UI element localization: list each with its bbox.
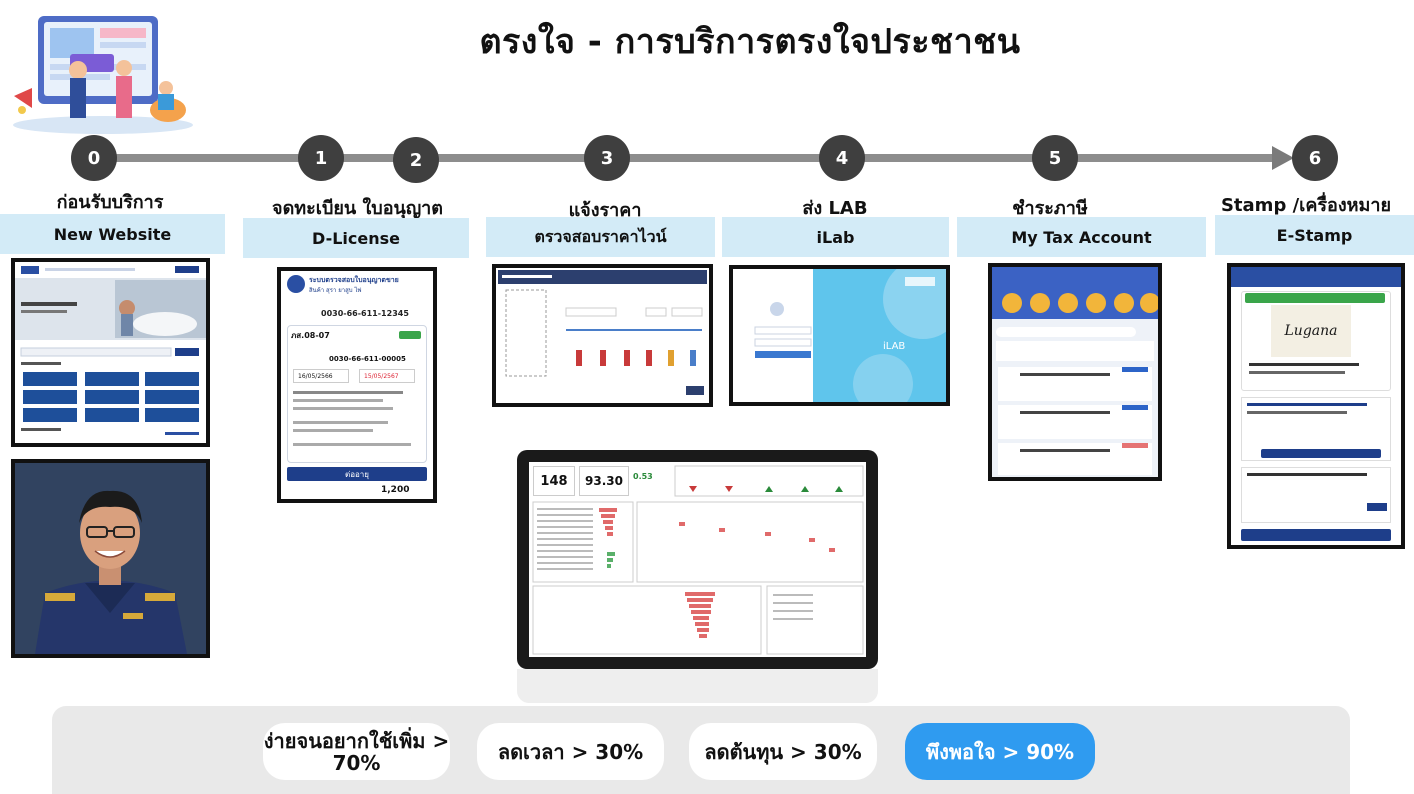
- kpi-percent: 93.30: [579, 466, 629, 496]
- benefit-cost-reduction: ลดต้นทุน > 30%: [689, 723, 877, 780]
- dlicense-number: 0030-66-611-12345: [321, 309, 409, 318]
- hero-illustration: [13, 16, 193, 134]
- label-e-stamp[interactable]: E-Stamp: [1215, 215, 1414, 255]
- wine-label-brand: Lugana: [1271, 305, 1351, 357]
- dlicense-date-start: 16/05/2566: [293, 369, 349, 383]
- label-d-license[interactable]: D-License: [243, 218, 469, 258]
- laptop-base: [517, 669, 878, 703]
- step-2-marker: 2: [393, 137, 439, 183]
- dlicense-header: ระบบตรวจสอบใบอนุญาตขาย: [309, 276, 399, 284]
- benefit-satisfaction: พึงพอใจ > 90%: [905, 723, 1095, 780]
- kpi-delta: 0.53: [633, 472, 653, 481]
- dlicense-amount: 1,200: [381, 485, 410, 495]
- d-license-screenshot[interactable]: ระบบตรวจสอบใบอนุญาตขาย สินค้า สุรา ยาสูบ…: [277, 267, 437, 503]
- stamp-scan-button[interactable]: [1241, 529, 1391, 541]
- status-badge: [399, 331, 421, 339]
- excise-logo-icon: [287, 275, 305, 293]
- timeline-bar: [95, 154, 1280, 162]
- e-stamp-screenshot[interactable]: Lugana: [1227, 263, 1405, 549]
- step-3-marker: 3: [584, 135, 630, 181]
- wine-price-screenshot[interactable]: [492, 264, 713, 407]
- step-0-marker: 0: [71, 135, 117, 181]
- renew-button[interactable]: ต่ออายุ: [287, 467, 427, 481]
- laptop-frame: 148 93.30 0.53: [517, 450, 878, 669]
- dlicense-date-end: 15/05/2567: [359, 369, 415, 383]
- ilab-screenshot[interactable]: iLAB: [729, 265, 950, 406]
- step-1-marker: 1: [298, 135, 344, 181]
- stage-title-tax-payment: ชำระภาษี: [1012, 198, 1088, 219]
- stage-title-send-lab: ส่ง LAB: [802, 198, 868, 219]
- svg-text:iLAB: iLAB: [883, 341, 905, 352]
- step-5-marker: 5: [1032, 135, 1078, 181]
- dlicense-form-code: ภส.08-07: [291, 331, 330, 340]
- dashboard-screen[interactable]: 148 93.30 0.53: [529, 462, 866, 657]
- dlicense-subheader: สินค้า สุรา ยาสูบ ไพ่: [309, 287, 362, 294]
- step-6-marker: 6: [1292, 135, 1338, 181]
- label-my-tax-account[interactable]: My Tax Account: [957, 217, 1206, 257]
- label-ilab[interactable]: iLab: [722, 217, 949, 257]
- dlicense-license-no: 0030-66-611-00005: [329, 355, 406, 363]
- officer-photo: [11, 459, 210, 658]
- label-wine-price-check[interactable]: ตรวจสอบราคาไวน์: [486, 217, 715, 257]
- new-website-screenshot[interactable]: [11, 258, 210, 447]
- stage-title-registration: จดทะเบียน ใบอนุญาต: [272, 198, 443, 219]
- stage-title-before-service: ก่อนรับบริการ: [56, 192, 164, 213]
- page-title: ตรงใจ - การบริการตรงใจประชาชน: [479, 22, 1021, 62]
- my-tax-account-screenshot[interactable]: [988, 263, 1162, 481]
- stage-title-stamp: Stamp /เครื่องหมาย: [1220, 195, 1392, 216]
- kpi-count: 148: [533, 466, 575, 496]
- label-new-website[interactable]: New Website: [0, 214, 225, 254]
- benefit-time-reduction: ลดเวลา > 30%: [477, 723, 664, 780]
- step-4-marker: 4: [819, 135, 865, 181]
- timeline-arrow-icon: [1272, 146, 1294, 170]
- stage-title-price-notice: แจ้งราคา: [568, 200, 642, 221]
- benefit-ease-of-use: ง่ายจนอยากใช้เพิ่ม > 70%: [263, 723, 450, 780]
